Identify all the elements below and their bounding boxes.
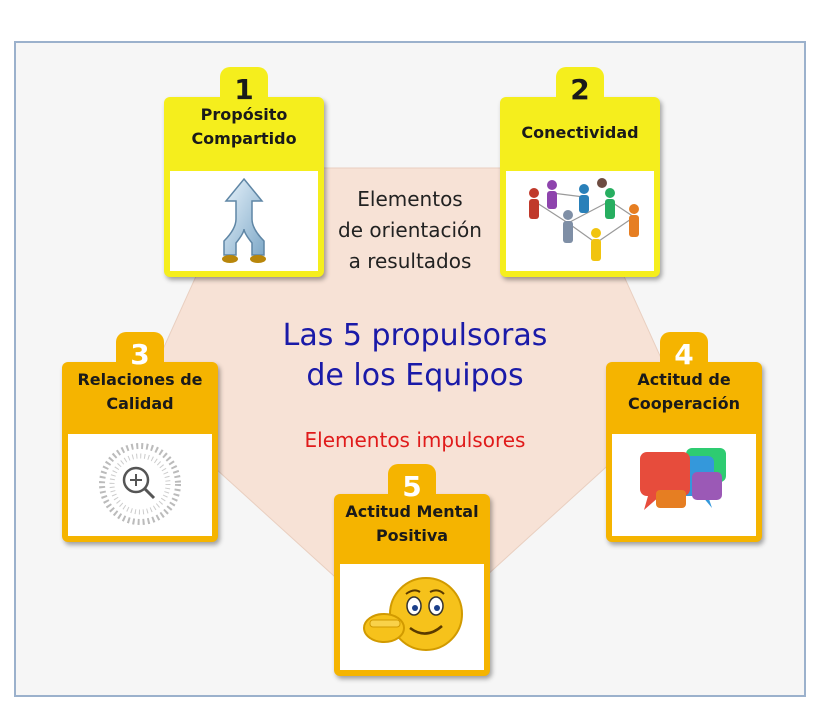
card-number-badge: 2	[556, 67, 604, 113]
card-actitud-mental-positiva: 5 Actitud Mental Positiva	[334, 464, 490, 676]
card-number-badge: 1	[220, 67, 268, 113]
card-title: Conectividad	[521, 123, 639, 142]
impulsores-label: Elementos impulsores	[304, 428, 526, 452]
magnifier-crowd-icon	[68, 434, 212, 536]
card-number-badge: 5	[388, 464, 436, 510]
card-relaciones-calidad: 3 Relaciones de Calidad	[62, 332, 218, 542]
card-title: Relaciones de Calidad	[77, 370, 203, 413]
card-actitud-cooperacion: 4 Actitud de Cooperación	[606, 332, 762, 542]
smiley-pointing-icon	[340, 564, 484, 670]
people-network-icon	[506, 171, 654, 271]
card-number-badge: 3	[116, 332, 164, 378]
merging-arrows-icon	[170, 171, 318, 271]
main-title: Las 5 propulsoras de los Equipos	[282, 318, 548, 393]
speech-bubbles-icon	[612, 434, 756, 536]
card-number-badge: 4	[660, 332, 708, 378]
card-title: Propósito Compartido	[191, 105, 297, 148]
card-proposito-compartido: 1 Propósito Compartido	[164, 67, 324, 277]
card-title: Actitud de Cooperación	[627, 370, 741, 413]
card-conectividad: 2 Conectividad	[500, 67, 660, 277]
orientation-label: Elementos de orientación a resultados	[338, 187, 482, 273]
card-title: Actitud Mental Positiva	[345, 502, 479, 545]
